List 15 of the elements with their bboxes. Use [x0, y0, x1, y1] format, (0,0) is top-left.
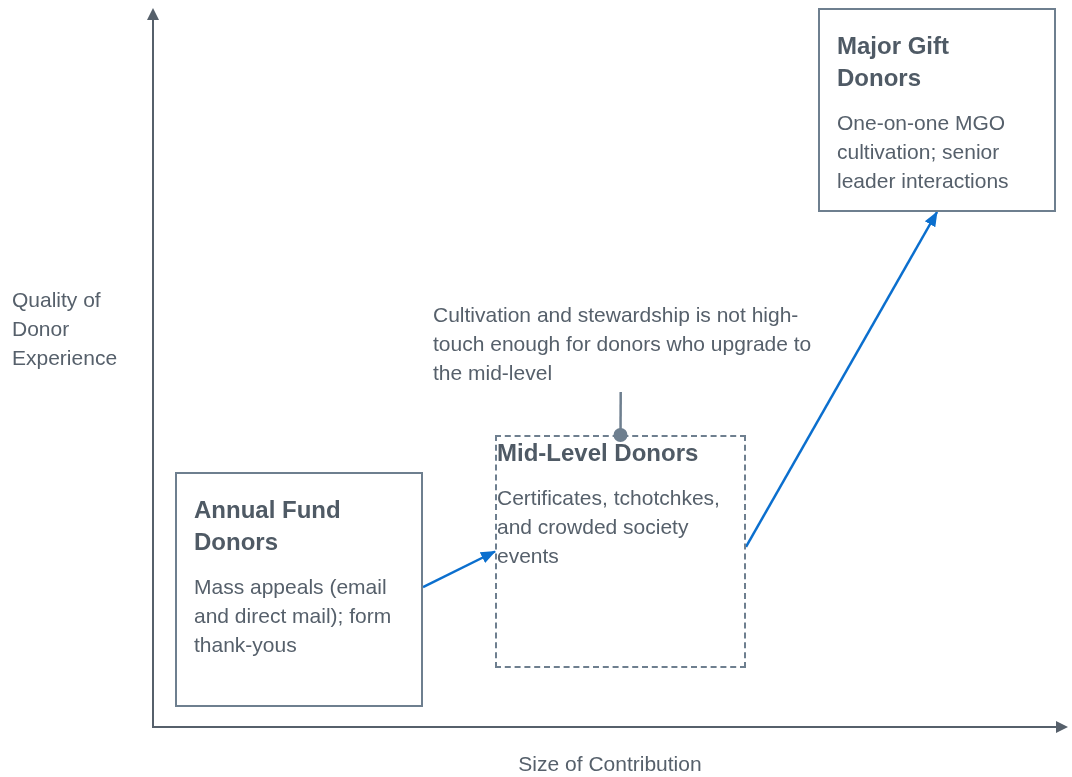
arrow: [422, 550, 496, 589]
tier-description: Certificates, tchotchkes, and crowded society events: [497, 485, 721, 569]
tier-heading: Annual Fund Donors: [194, 495, 342, 557]
tier-heading: Mid-Level Donors: [497, 438, 700, 468]
axis-title: Size of Contribution: [517, 751, 703, 777]
callout-text: Cultivation and stewardship is not high-touch enough for donors who upgrade to the mid-level: [433, 300, 813, 392]
donor-tier-box: [818, 8, 1056, 212]
tier-heading: Major Gift Donors: [837, 31, 950, 93]
tier-description: Mass appeals (email and direct mail); form thank-yous: [194, 574, 393, 658]
tier-description: One-on-one MGO cultivation; senior leader interactions: [837, 110, 1010, 194]
donor-tier-box: [495, 435, 746, 668]
leader-line: [613, 392, 628, 442]
axis-title: Quality of Donor Experience: [12, 287, 119, 371]
donor-tier-box: [175, 472, 423, 707]
arrow: [744, 211, 939, 548]
